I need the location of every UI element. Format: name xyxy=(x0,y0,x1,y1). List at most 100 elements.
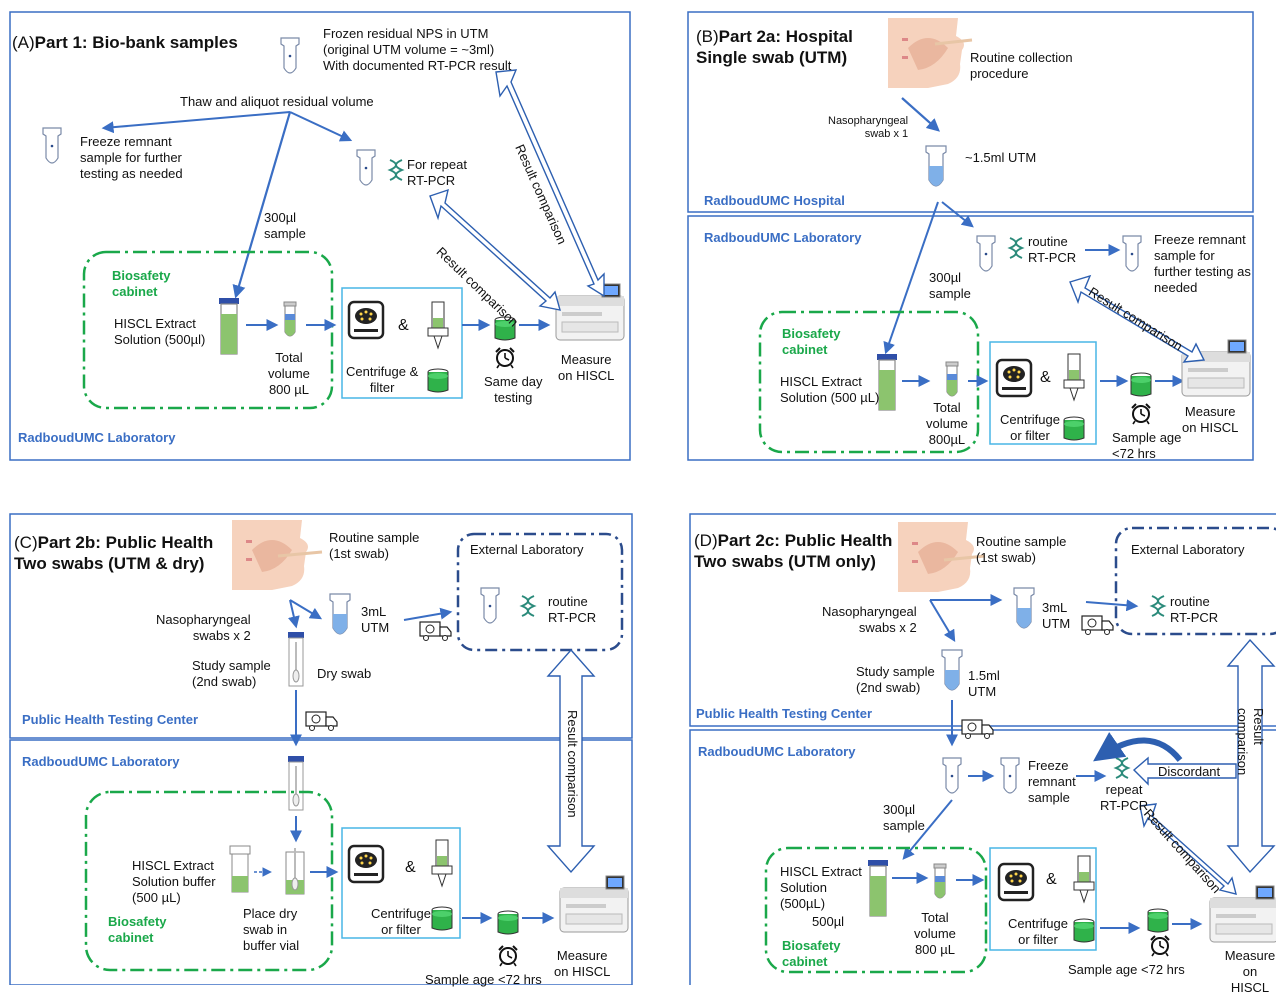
centrifuge-label-b: Centrifuge or filter xyxy=(1000,412,1060,443)
external-tube-icon-c xyxy=(480,587,500,624)
panel-c-lab-border xyxy=(9,739,633,985)
external-lab-box-c xyxy=(456,532,624,652)
result-comparison-arrow-2 xyxy=(495,69,605,298)
panel-c-center-border xyxy=(9,513,633,739)
hiscl-label-b: HISCL Extract Solution (500 µL) xyxy=(780,374,880,405)
result-comparison-arrow-c xyxy=(546,648,596,874)
utm-tube-icon-d xyxy=(1013,587,1035,629)
result-comparison-label-c: Result comparison xyxy=(565,710,580,818)
panel-a-letter: (A) xyxy=(12,33,35,52)
dry-swab-icon-2 xyxy=(288,756,304,811)
panel-c-title: Part 2b: Public Health Two swabs (UTM & … xyxy=(14,533,214,573)
centrifuge-icon-b xyxy=(995,358,1033,398)
panel-b-title: Part 2a: Hospital Single swab (UTM) xyxy=(696,27,853,67)
centrifuge-label-a: Centrifuge & filter xyxy=(346,364,419,395)
freeze-tube-icon-d xyxy=(1000,757,1020,794)
panel-c-header: (C)Part 2b: Public Health Two swabs (UTM… xyxy=(14,532,213,574)
dna-icon-d2 xyxy=(1115,757,1129,779)
dna-icon-c xyxy=(521,595,535,617)
total-tube-icon xyxy=(283,301,297,337)
dna-icon-d xyxy=(1151,595,1165,617)
clock-icon-d xyxy=(1150,935,1170,957)
amp-d: & xyxy=(1046,871,1057,888)
freeze-remnant-label-d: Freeze remnant sample xyxy=(1028,758,1076,805)
second-swab-label-c: (2nd swab) xyxy=(192,674,257,689)
panel-b-header: (B)Part 2a: Hospital Single swab (UTM) xyxy=(696,26,853,68)
lab-label-c: RadboudUMC Laboratory xyxy=(22,754,180,769)
first-swab-label-d: (1st swab) xyxy=(976,550,1036,565)
sample-300-label-b: 300µl sample xyxy=(929,270,971,301)
hiscl-analyzer-icon xyxy=(555,283,625,341)
result-cup-icon-d xyxy=(1147,908,1169,933)
panel-c-letter: (C) xyxy=(14,533,38,552)
same-day-label: Same day testing xyxy=(484,374,543,405)
hiscl-tube-icon-b xyxy=(876,353,898,411)
face-icon xyxy=(888,18,964,88)
panel-d xyxy=(689,513,1276,985)
hiscl-label-d: HISCL Extract Solution (500µL) xyxy=(780,864,862,911)
panel-a-title: Part 1: Bio-bank samples xyxy=(34,33,238,52)
center-label-d: Public Health Testing Center xyxy=(696,706,873,721)
routine-pcr-label-d: routine RT-PCR xyxy=(1170,594,1219,625)
lab-label-b: RadboudUMC Laboratory xyxy=(704,230,862,245)
measure-label-b: Measure on HISCL xyxy=(1182,404,1239,435)
measure-label-d: Measure on HISCL xyxy=(1224,948,1276,995)
routine-tube-icon xyxy=(976,235,996,272)
naso-label-b: Nasopharyngeal swab x 1 xyxy=(828,115,909,140)
dna-icon xyxy=(389,159,403,181)
total-volume-label-d: Total volume 800 µL xyxy=(914,910,956,957)
filtrate-cup-icon-b xyxy=(1063,416,1085,441)
naso-label-c: Nasopharyngeal swabs x 2 xyxy=(156,612,251,643)
centrifuge-label-d: Centrifuge or filter xyxy=(1008,916,1068,947)
frozen-label: Frozen residual NPS in UTM (original UTM… xyxy=(323,26,512,73)
sample-age-label-c: Sample age <72 hrs xyxy=(425,972,542,987)
dry-swab-icon xyxy=(288,632,304,687)
routine-collection-label: Routine collection procedure xyxy=(970,50,1073,81)
place-swab-label: Place dry swab in buffer vial xyxy=(243,906,300,953)
thaw-label: Thaw and aliquot residual volume xyxy=(180,94,374,109)
panel-c xyxy=(9,513,633,985)
clock-icon xyxy=(495,347,515,369)
panel-b xyxy=(687,11,1254,461)
panel-a-header: (A)Part 1: Bio-bank samples xyxy=(12,32,238,53)
first-swab-label-c: (1st swab) xyxy=(329,546,389,561)
biosafety-cabinet-a xyxy=(82,250,334,410)
center-label-c: Public Health Testing Center xyxy=(22,712,199,727)
filtrate-cup-icon xyxy=(427,368,449,393)
study-sample-label-c: Study sample xyxy=(192,658,271,673)
panel-d-letter: (D) xyxy=(694,531,718,550)
sample-300-label-d: 300µl sample xyxy=(883,802,925,833)
routine-sample-label-d: Routine sample xyxy=(976,534,1067,549)
sample-age-label-b: Sample age <72 hrs xyxy=(1112,430,1182,461)
hospital-label: RadboudUMC Hospital xyxy=(704,193,845,208)
filtrate-cup-icon-c xyxy=(431,906,453,931)
curved-arrow xyxy=(1093,732,1183,762)
buffer-vial-icon xyxy=(229,845,251,893)
lab-tube-icon-d xyxy=(942,757,962,794)
hiscl-analyzer-icon-d xyxy=(1209,885,1276,943)
routine-pcr-label-c: routine RT-PCR xyxy=(548,594,597,625)
biosafety-label-c: Biosafety cabinet xyxy=(108,914,167,945)
panel-d-title: Part 2c: Public Health Two swabs (UTM on… xyxy=(694,531,893,571)
result-cup-icon-c xyxy=(497,910,519,935)
sample-age-label-d: Sample age <72 hrs xyxy=(1068,962,1185,977)
utm-tube-icon-c xyxy=(329,593,351,635)
panel-b-letter: (B) xyxy=(696,27,719,46)
utm-label-b: ~1.5ml UTM xyxy=(965,150,1037,165)
result-comparison-arrow-d1 xyxy=(1139,803,1237,895)
external-lab-label-d: External Laboratory xyxy=(1131,542,1245,557)
total-volume-label-a: Total volume 800 µL xyxy=(268,350,310,397)
utm-tube-icon xyxy=(925,145,947,187)
dry-swab-label: Dry swab xyxy=(317,666,372,681)
measure-label-c: Measure on HISCL xyxy=(554,948,611,979)
freeze-tube-icon xyxy=(42,127,62,164)
swab-in-vial-icon xyxy=(285,848,305,895)
hiscl-tube-icon xyxy=(218,297,240,355)
routine-sample-label-c: Routine sample xyxy=(329,530,420,545)
clock-icon-c xyxy=(498,945,518,967)
total-tube-icon-d xyxy=(933,863,947,899)
total-volume-label-b: Total volume 800µL xyxy=(926,400,968,447)
hiscl-label-a: HISCL Extract Solution (500µl) xyxy=(114,316,206,347)
lab-label-a: RadboudUMC Laboratory xyxy=(18,430,176,445)
